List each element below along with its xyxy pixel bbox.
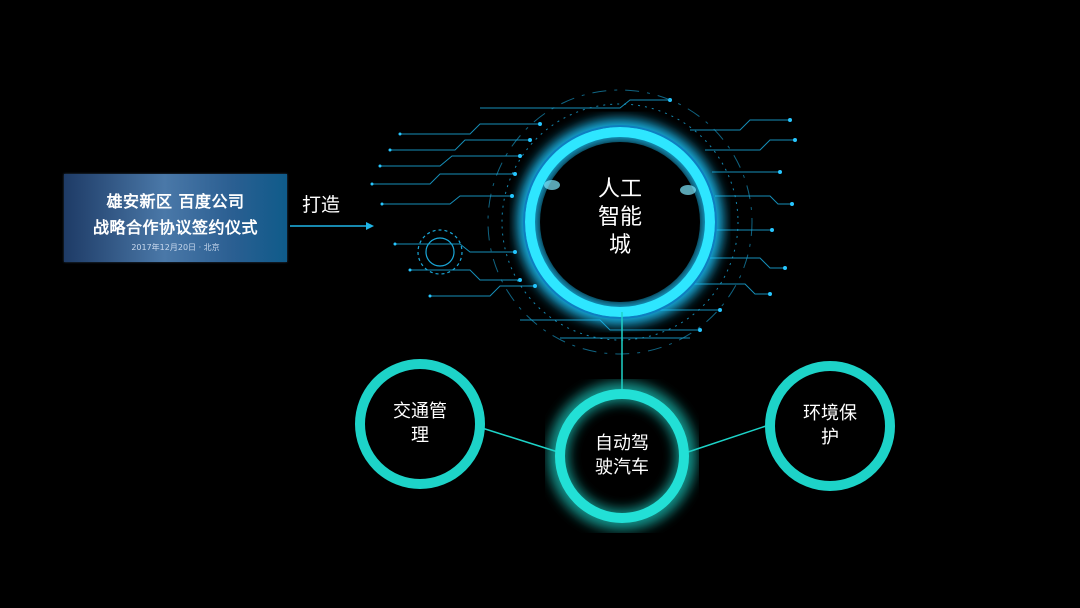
- node-traffic-ring: [355, 359, 485, 489]
- circuit-nodes: [370, 98, 797, 332]
- node-traffic-line1: 交通管: [393, 401, 447, 422]
- node-autonomous-line1: 自动驾: [595, 433, 649, 454]
- center-label-line3: 城: [608, 233, 631, 258]
- circuit-arc-left: [417, 229, 463, 275]
- banner-title-line1: 雄安新区 百度公司: [106, 192, 245, 211]
- node-environment-line1: 环境保: [803, 403, 857, 424]
- center-ring: [517, 119, 723, 325]
- node-environment-label: 环境保 护: [780, 402, 880, 450]
- node-autonomous-ring: [548, 382, 696, 530]
- center-label-line2: 智能: [597, 205, 642, 230]
- node-autonomous-line2: 驶汽车: [595, 457, 649, 478]
- node-traffic-label: 交通管 理: [370, 400, 470, 448]
- node-autonomous-label: 自动驾 驶汽车: [572, 432, 672, 480]
- node-traffic-line2: 理: [411, 425, 429, 446]
- node-environment-line2: 护: [821, 427, 839, 448]
- signing-ceremony-banner: 雄安新区 百度公司 战略合作协议签约仪式 2017年12月20日 · 北京: [64, 174, 287, 262]
- node-environment-ring: [765, 361, 895, 491]
- center-label: 人工 智能 城: [560, 176, 680, 260]
- arrow-connector: [290, 222, 374, 230]
- arrow-label: 打造: [302, 194, 341, 216]
- banner-date-location: 2017年12月20日 · 北京: [131, 243, 220, 252]
- node-connectors: [481, 312, 767, 453]
- center-label-line1: 人工: [597, 177, 642, 202]
- banner-title-line2: 战略合作协议签约仪式: [92, 218, 258, 237]
- outer-tech-rings: [487, 89, 753, 355]
